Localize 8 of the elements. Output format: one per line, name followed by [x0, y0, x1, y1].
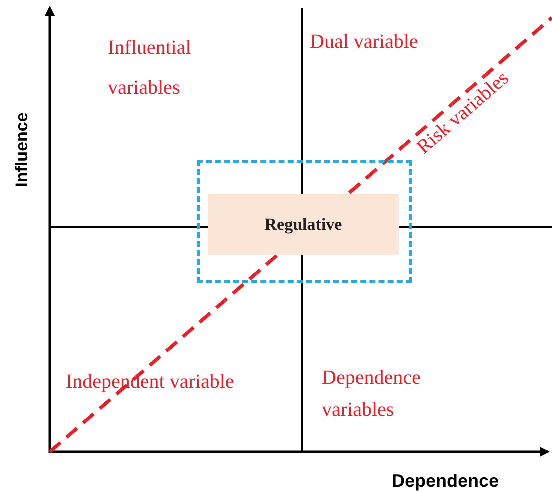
- axis-label: Influence: [11, 112, 32, 188]
- dashed-box: [197, 160, 412, 283]
- quadrant-label: Dependence variables: [322, 366, 422, 423]
- quadrant-label: Dual variable: [310, 30, 420, 55]
- axis-label: Dependence: [392, 470, 500, 492]
- process-box: Regulative: [208, 194, 399, 255]
- quadrant-label: Independent variable: [66, 370, 234, 395]
- quadrant-label: Influential variables: [108, 36, 192, 101]
